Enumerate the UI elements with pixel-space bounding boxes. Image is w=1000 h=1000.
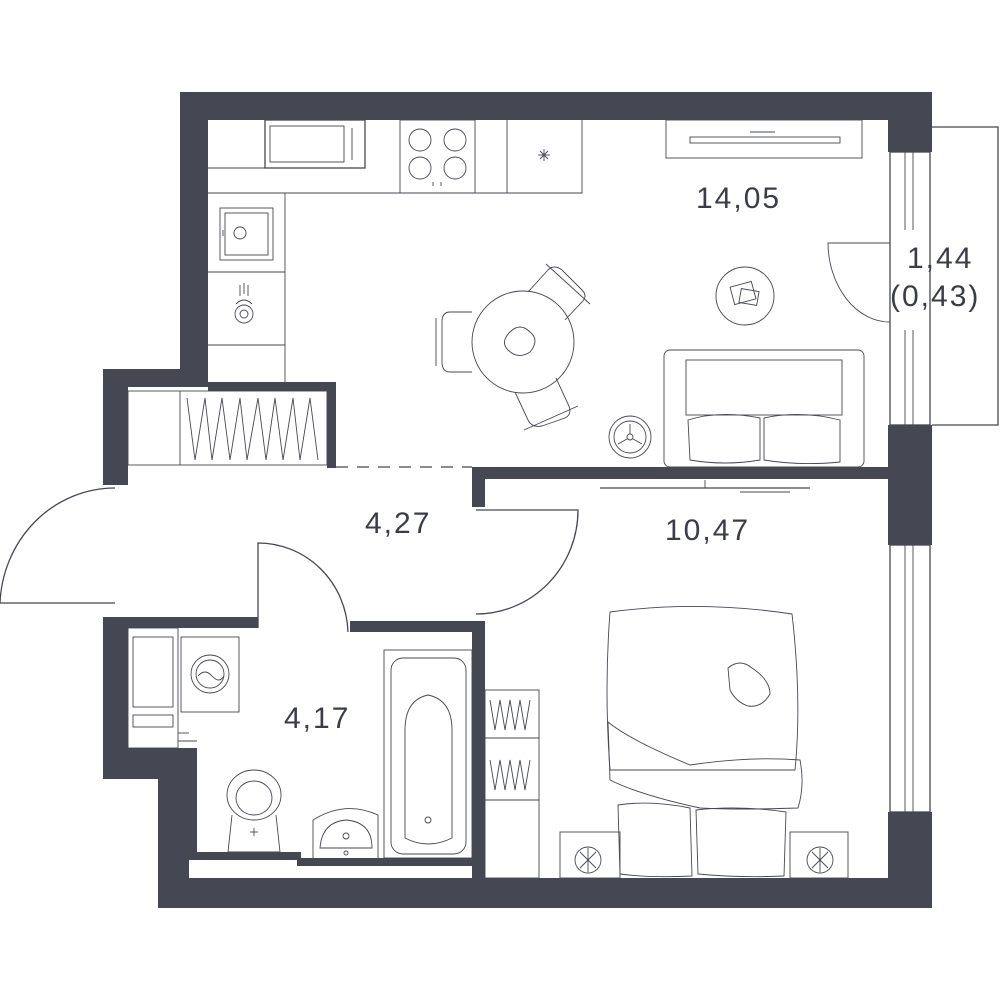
bathroom-fixtures bbox=[127, 627, 473, 859]
window-bedroom bbox=[889, 544, 931, 813]
tv-icon bbox=[665, 119, 863, 159]
bath-cabinet-icon bbox=[127, 627, 197, 749]
bathtub-icon bbox=[383, 649, 473, 859]
wall-closet-right bbox=[327, 382, 336, 468]
wall-bottom bbox=[158, 878, 932, 908]
coffee-table-icon bbox=[715, 266, 775, 326]
nightstand-left-icon bbox=[559, 831, 621, 879]
balcony-area-reduced: (0,43) bbox=[890, 280, 980, 313]
wall-right-bottom bbox=[888, 812, 932, 908]
bedroom-wardrobe bbox=[484, 689, 540, 879]
hallway-wardrobe bbox=[127, 390, 328, 466]
window-living bbox=[889, 151, 931, 426]
wall-bath-top-right bbox=[350, 621, 485, 632]
nightstand-right-icon bbox=[789, 831, 849, 879]
wall-right-mid bbox=[888, 425, 932, 545]
bedroom-door-swing bbox=[475, 509, 579, 615]
wall-bath-inner-bottom2 bbox=[297, 858, 475, 866]
bathroom-area: 4,17 bbox=[284, 702, 350, 735]
bedroom-furniture bbox=[484, 480, 849, 879]
toilet-icon bbox=[226, 769, 282, 853]
cooktop-icon bbox=[399, 119, 476, 194]
chair-icon bbox=[514, 377, 579, 431]
living-furniture bbox=[435, 119, 865, 468]
kitchen bbox=[208, 119, 583, 382]
fridge-icon bbox=[538, 149, 550, 161]
dining-table-icon bbox=[471, 290, 575, 394]
wall-closet-top-inner bbox=[208, 382, 335, 391]
balcony-area: 1,44 bbox=[907, 242, 973, 275]
wall-right-top bbox=[888, 92, 932, 152]
balcony bbox=[827, 126, 999, 426]
wall-partition-stub bbox=[472, 467, 485, 507]
robot-vacuum-icon bbox=[608, 415, 652, 459]
area-labels: 14,05 1,44 (0,43) 4,27 10,47 4,17 bbox=[284, 182, 980, 735]
dishwasher-icon bbox=[234, 283, 254, 324]
doors bbox=[0, 466, 579, 633]
wall-bath-right bbox=[472, 621, 485, 878]
washbasin-icon bbox=[312, 808, 379, 858]
wall-partition-living-bedroom bbox=[472, 467, 888, 479]
hallway-area: 4,27 bbox=[365, 507, 431, 540]
wall-left-upper bbox=[180, 92, 208, 387]
bedroom-tv-icon bbox=[600, 480, 810, 493]
bed-icon bbox=[606, 606, 803, 878]
kitchen-sink-icon bbox=[219, 207, 274, 261]
bedroom-area: 10,47 bbox=[665, 514, 750, 547]
wall-bath-top-left bbox=[128, 617, 258, 628]
bathroom-door-swing bbox=[257, 542, 349, 633]
wall-left-closet bbox=[103, 369, 128, 485]
walls bbox=[103, 92, 932, 908]
washing-machine-icon bbox=[180, 636, 240, 713]
windows bbox=[889, 151, 931, 813]
chair-icon bbox=[527, 263, 591, 321]
balcony-door-swing bbox=[827, 242, 891, 323]
wall-top bbox=[180, 92, 932, 120]
wall-closet-top bbox=[103, 369, 208, 387]
microwave-icon bbox=[264, 119, 366, 169]
wall-bath-inner-bottom bbox=[189, 852, 301, 860]
chair-icon bbox=[435, 311, 472, 373]
sofa-icon bbox=[663, 349, 865, 468]
wall-bath-inner-left bbox=[189, 748, 197, 860]
kitchen-living-area: 14,05 bbox=[696, 182, 781, 215]
entrance-door-swing bbox=[0, 487, 116, 604]
